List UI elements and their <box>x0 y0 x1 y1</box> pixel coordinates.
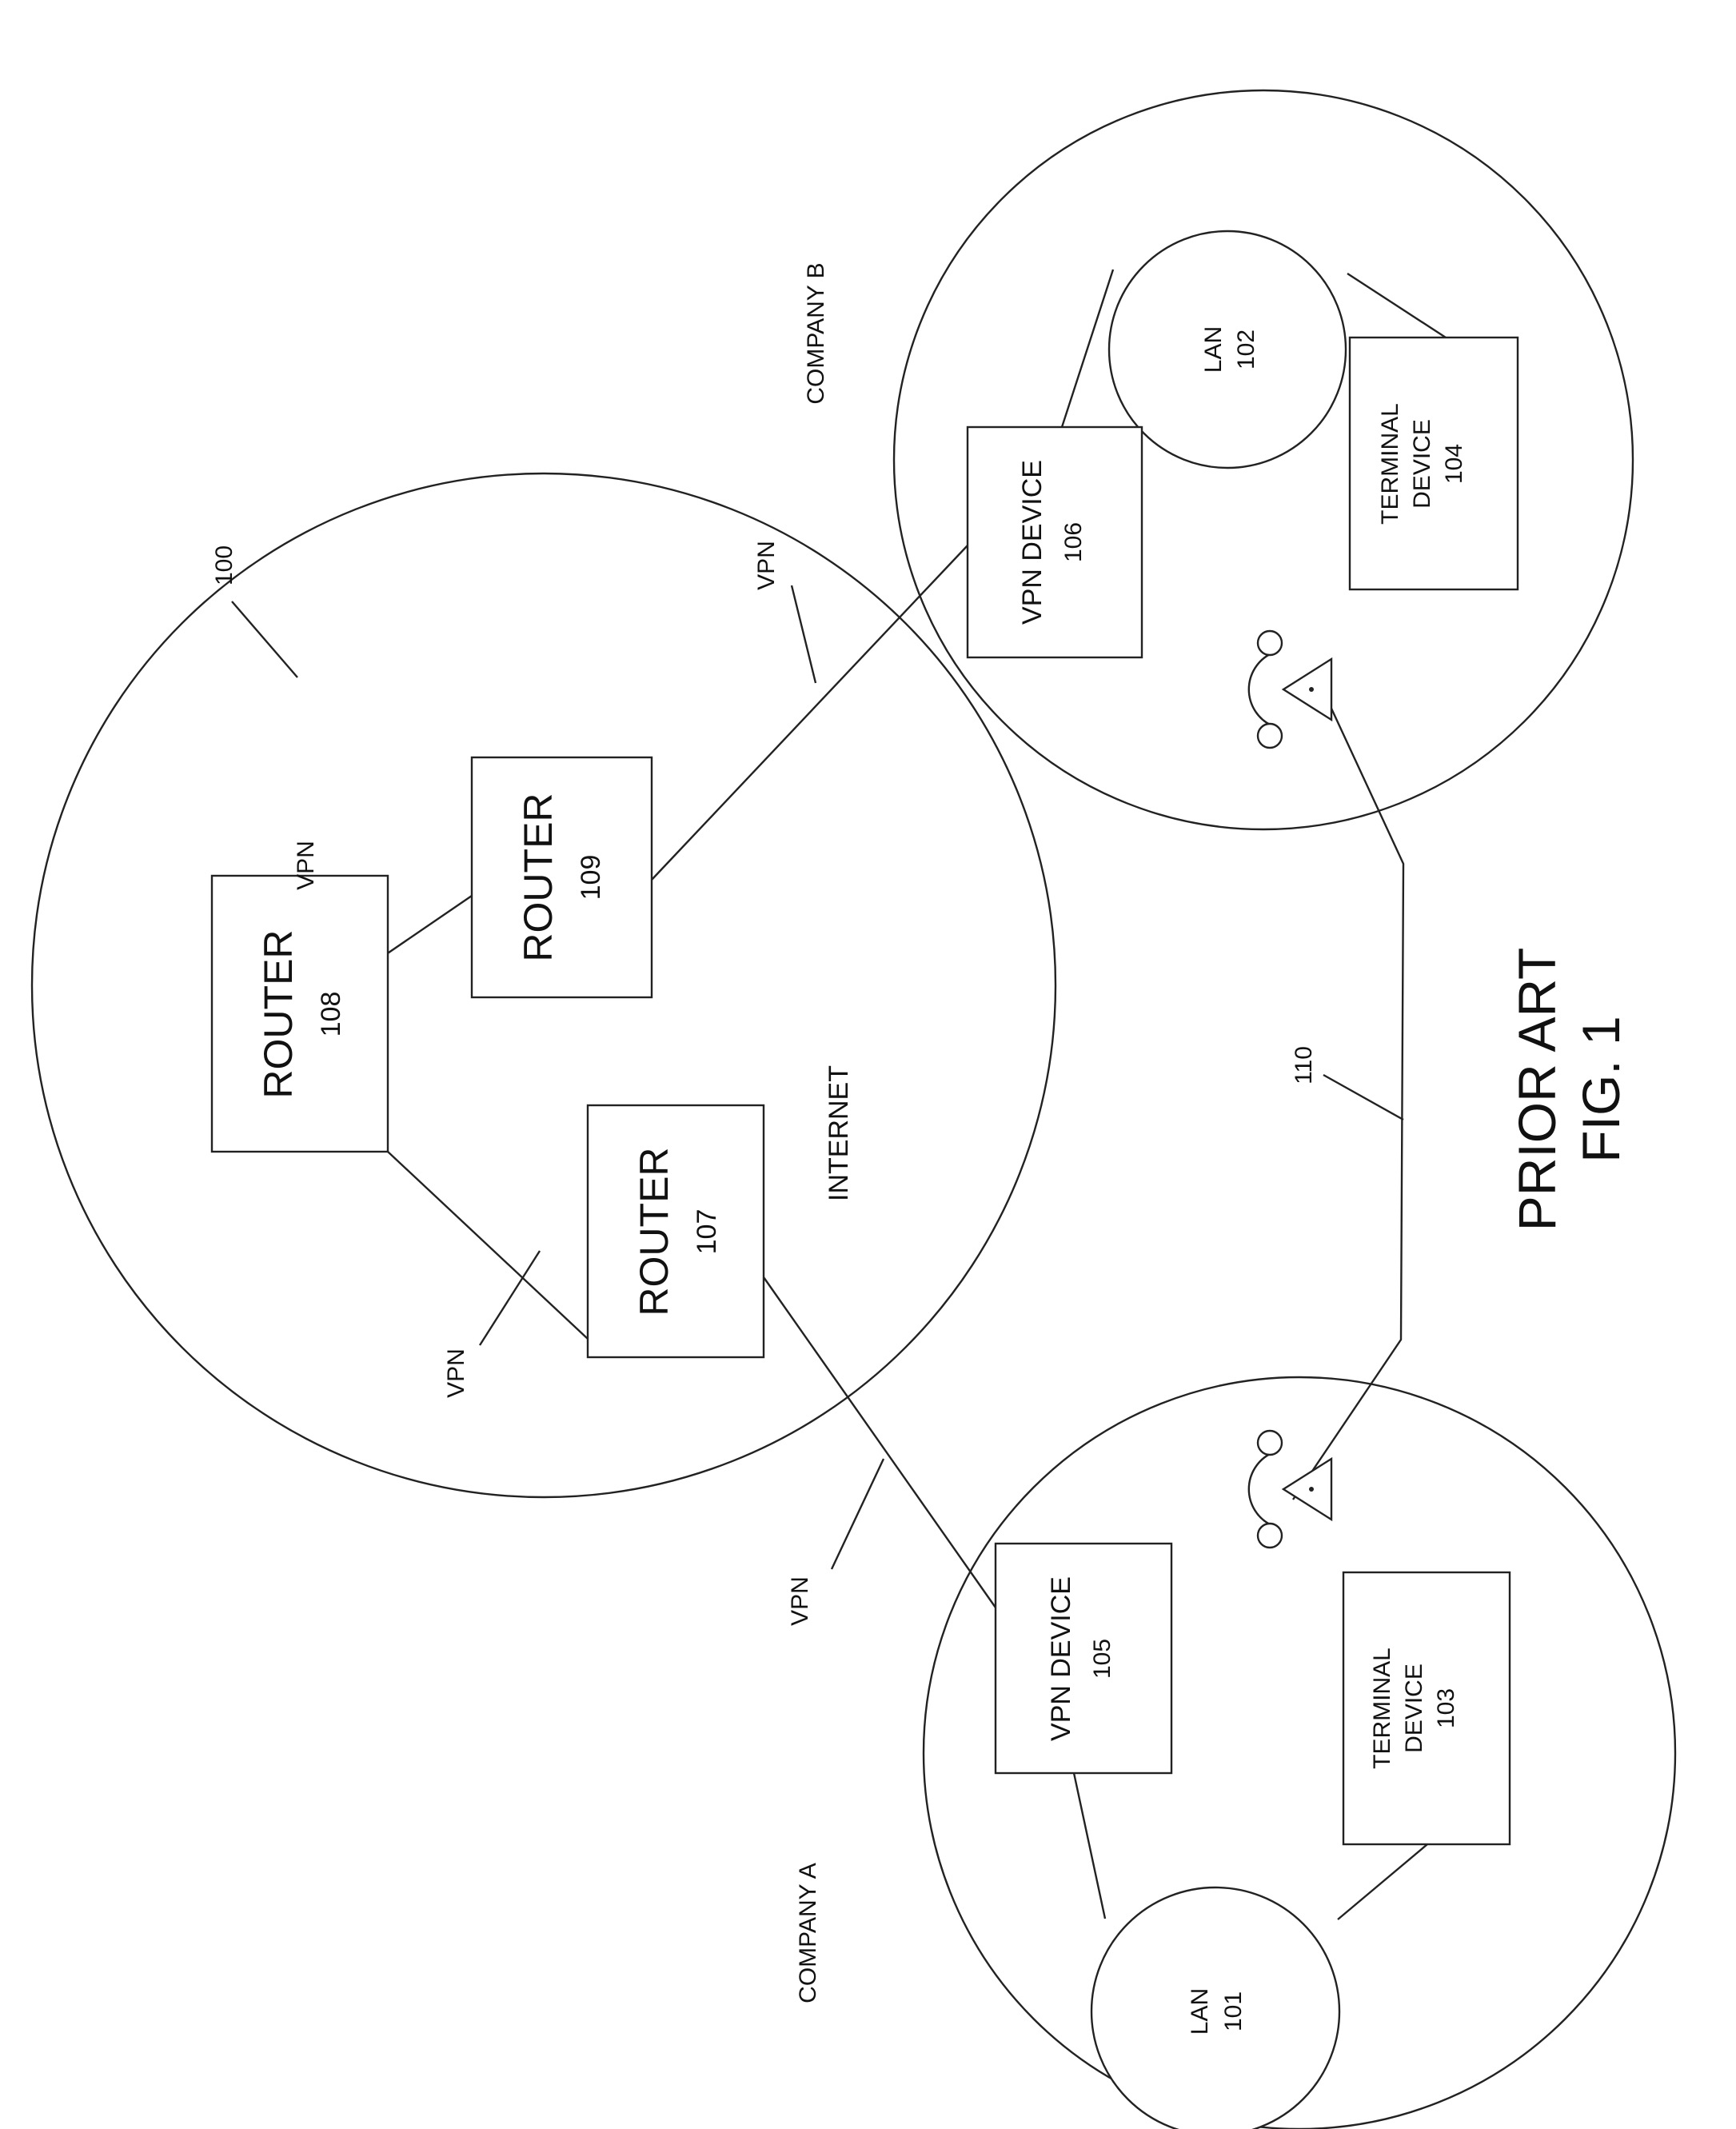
ref-100-label: 100 <box>211 545 237 585</box>
router-107-number: 107 <box>692 1209 722 1255</box>
vpn-device-105: VPN DEVICE 105 <box>996 1544 1171 1773</box>
lan-102-label: LAN <box>1200 326 1227 373</box>
leader-vpn-3 <box>792 585 816 683</box>
router-109: ROUTER 109 <box>472 757 652 997</box>
lan-101-number: 101 <box>1220 1991 1247 2031</box>
caption-prior-art: PRIOR ART <box>1507 948 1566 1232</box>
leader-100 <box>232 601 297 677</box>
ref-110-label: 110 <box>1291 1046 1317 1084</box>
router-108-label: ROUTER <box>256 929 301 1098</box>
caption-fig-number: FIG. 1 <box>1571 1016 1630 1162</box>
vpn-device-105-number: 105 <box>1089 1639 1115 1679</box>
router-107: ROUTER 107 <box>588 1105 764 1357</box>
telephone-icon-company-b <box>1249 631 1331 748</box>
router-108-number: 108 <box>316 992 346 1037</box>
link-router107-vpn105 <box>764 1277 996 1608</box>
terminal-104-number: 104 <box>1441 444 1467 484</box>
vpn-label-4: VPN <box>787 1576 813 1626</box>
lan-101-label: LAN <box>1187 1988 1213 2035</box>
terminal-103-line2: DEVICE <box>1401 1664 1427 1753</box>
terminal-device-104: TERMINAL DEVICE 104 <box>1350 338 1518 589</box>
link-vpn105-lan101 <box>1074 1773 1105 1919</box>
router-107-label: ROUTER <box>632 1147 676 1316</box>
vpn-label-3: VPN <box>753 541 780 590</box>
internet-label: INTERNET <box>824 1065 854 1201</box>
terminal-device-103: TERMINAL DEVICE 103 <box>1343 1572 1510 1844</box>
vpn-device-106-number: 106 <box>1060 522 1087 562</box>
vpn-device-106: VPN DEVICE 106 <box>968 427 1142 657</box>
terminal-104-line1: TERMINAL <box>1377 403 1403 525</box>
router-109-number: 109 <box>576 855 606 901</box>
router-108: ROUTER 108 <box>212 876 388 1152</box>
link-lan101-terminal103 <box>1338 1844 1427 1919</box>
lan-101-node <box>1091 1887 1339 2129</box>
terminal-103-number: 103 <box>1433 1688 1459 1728</box>
link-router108-router107 <box>388 1152 588 1339</box>
link-lan102-terminal104 <box>1347 274 1446 338</box>
vpn-label-2: VPN <box>293 841 319 890</box>
vpn-device-105-label: VPN DEVICE <box>1046 1576 1076 1741</box>
lan-102-number: 102 <box>1233 330 1259 369</box>
vpn-device-106-label: VPN DEVICE <box>1017 460 1048 625</box>
router-109-label: ROUTER <box>516 793 561 961</box>
company-a-label: COMPANY A <box>795 1863 821 2003</box>
vpn-label-1: VPN <box>443 1348 469 1398</box>
leader-vpn-4 <box>832 1459 884 1569</box>
terminal-104-line2: DEVICE <box>1409 419 1435 509</box>
telephone-icon-company-a <box>1249 1431 1331 1548</box>
company-b-label: COMPANY B <box>803 262 829 404</box>
link-vpn106-lan102 <box>1062 270 1113 427</box>
leader-110 <box>1323 1075 1403 1120</box>
terminal-103-line1: TERMINAL <box>1369 1648 1395 1769</box>
lan-102-node <box>1109 231 1346 468</box>
